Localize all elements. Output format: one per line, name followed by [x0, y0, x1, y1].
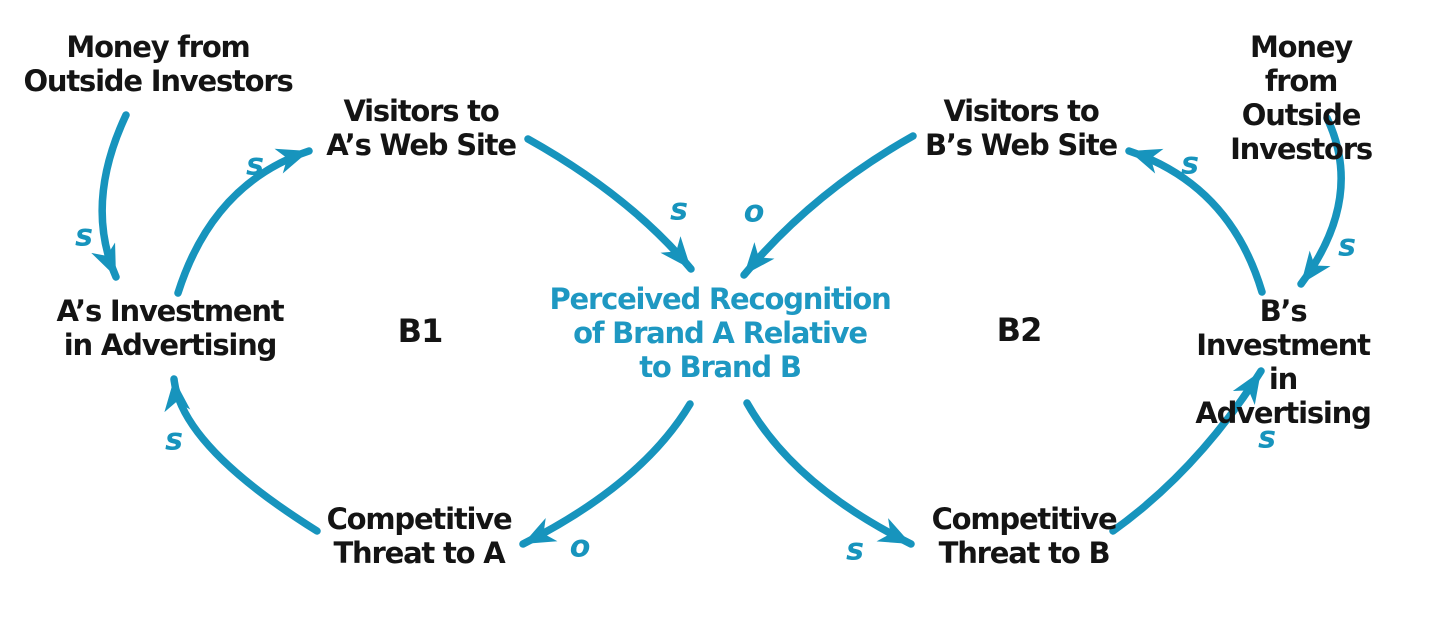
arrow-investment-b-to-visitors-b [1125, 147, 1266, 296]
arrow-threat-b-to-investment-b [1109, 367, 1265, 535]
node-visitors-to-a-web-site: Visitors to A’s Web Site [326, 94, 517, 162]
arrow-threat-a-to-investment-a [164, 375, 321, 535]
polarity-label-money-a-to-investment-a: s [75, 218, 93, 254]
arrow-perceived-recognition-to-threat-b [743, 399, 915, 548]
arrow-money-a-to-investment-a [91, 111, 130, 281]
node-a-investment-in-advertising: A’s Investment in Advertising [56, 294, 285, 362]
arrow-money-b-to-investment-b [1297, 114, 1345, 288]
polarity-label-money-b-to-investment-b: s [1338, 228, 1356, 264]
polarity-label-investment-b-to-visitors-b: s [1181, 146, 1199, 182]
polarity-label-visitors-b-to-perceived-recognition: o [743, 194, 765, 230]
polarity-label-perceived-recognition-to-threat-a: o [569, 529, 591, 565]
polarity-label-visitors-a-to-perceived-recognition: s [670, 192, 688, 228]
arrow-visitors-b-to-perceived-recognition [740, 132, 917, 279]
node-competitive-threat-to-a: Competitive Threat to A [326, 502, 513, 570]
loop-label-b2: B2 [996, 311, 1043, 349]
polarity-label-threat-a-to-investment-a: s [165, 422, 183, 458]
node-money-from-outside-investors-a: Money from Outside Investors [23, 30, 293, 98]
node-competitive-threat-to-b: Competitive Threat to B [931, 502, 1118, 570]
node-money-from-outside-investors-b: Money from Outside Investors [1230, 30, 1373, 166]
polarity-label-perceived-recognition-to-threat-b: s [846, 532, 864, 568]
arrow-visitors-a-to-perceived-recognition [524, 135, 695, 273]
node-b-investment-in-advertising: B’s Investment in Advertising [1195, 294, 1371, 430]
loop-label-b1: B1 [397, 312, 444, 350]
node-visitors-to-b-web-site: Visitors to B’s Web Site [925, 94, 1118, 162]
arrow-investment-a-to-visitors-a [174, 147, 313, 297]
node-perceived-recognition-of-brand-a-relative-to-brand-b: Perceived Recognition of Brand A Relativ… [549, 282, 891, 384]
polarity-label-investment-a-to-visitors-a: s [246, 147, 264, 183]
arrow-perceived-recognition-to-threat-a [519, 400, 694, 548]
polarity-label-threat-b-to-investment-b: s [1258, 420, 1276, 456]
